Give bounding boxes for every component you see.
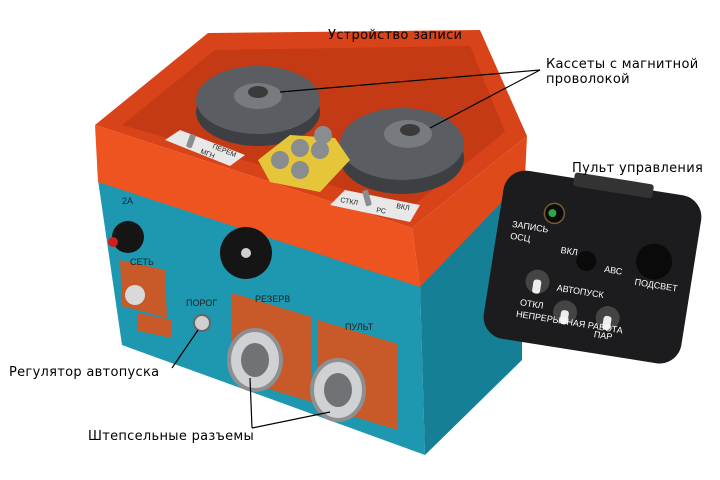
label-right-switch-b: РС [376, 207, 387, 216]
reserve-connector-pins [241, 343, 269, 377]
label-reserve: РЕЗЕРВ [255, 294, 290, 304]
label-network: СЕТЬ [130, 257, 154, 267]
knobs [271, 126, 332, 179]
label-right-switch-a: СТКЛ [340, 197, 359, 207]
label-abs: АВС [604, 264, 624, 277]
label-fuse: 2А [122, 196, 133, 206]
reel-left [196, 66, 320, 146]
control-panel: ЗАПИСЬ ОСЦ ВКЛ АВС ПОДСВЕТ АВТОПУСК ОТКЛ… [483, 170, 702, 364]
leader-lines [171, 69, 541, 429]
label-off: ОТКЛ [519, 297, 544, 311]
callout-control-panel: Пульт управления [572, 161, 704, 176]
label-right-switch-c: ВКЛ [396, 203, 411, 212]
fuse-holder[interactable] [112, 221, 144, 253]
callout-plug-connectors: Штепсельные разъемы [88, 429, 255, 444]
label-threshold: ПОРОГ [186, 298, 217, 308]
fuse-cap [108, 237, 118, 247]
lid-front [95, 125, 420, 287]
cap-screw [241, 248, 251, 258]
backlight-window [636, 243, 673, 280]
callout-recorder: Устройство записи [328, 28, 463, 43]
label-on: ВКЛ [560, 245, 579, 258]
label-pair: ПАР [593, 329, 613, 342]
left-switch-plate [165, 130, 245, 166]
label-osc: ОСЦ [510, 231, 532, 244]
lid-side [412, 136, 527, 287]
autostart-knob[interactable] [575, 250, 598, 273]
callout-cassettes-line2: проволокой [546, 72, 630, 87]
small-plate [138, 313, 172, 338]
right-switch[interactable] [362, 189, 372, 207]
left-switch[interactable] [186, 133, 196, 149]
callout-autostart-regulator: Регулятор автопуска [9, 365, 160, 380]
label-remote: ПУЛЬТ [345, 322, 374, 332]
network-connector[interactable] [125, 285, 145, 305]
reel-right [340, 108, 464, 194]
remote-connector-pins [324, 373, 352, 407]
right-switch-plate [330, 190, 420, 222]
threshold-regulator[interactable] [193, 314, 211, 332]
callout-cassettes-line1: Кассеты с магнитной [546, 57, 699, 72]
label-left-switch-b: МГН [199, 148, 215, 160]
